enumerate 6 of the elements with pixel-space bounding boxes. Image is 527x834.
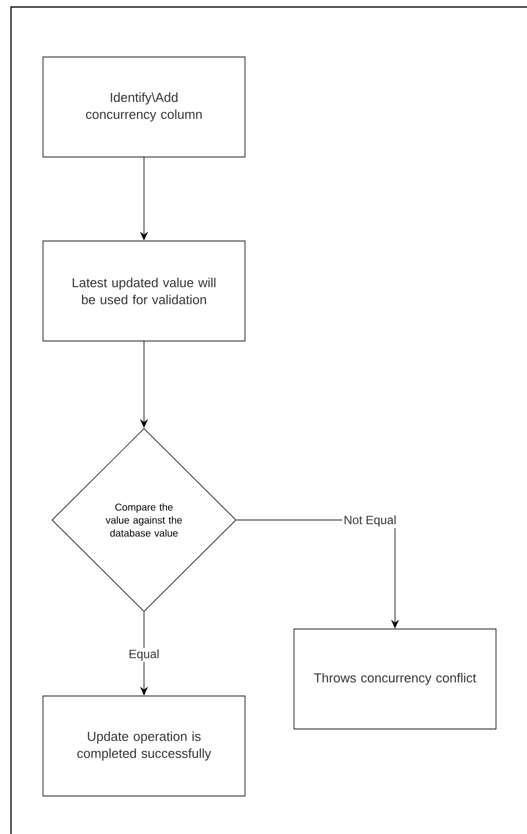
process-box: Update operation is completed successfully [42,696,246,796]
process-box: Identify\Add concurrency column [42,56,246,158]
process-box: Latest updated value will be used for validation [42,240,246,342]
edge-label: Equal [127,648,161,662]
process-box: Throws concurrency conflict [294,628,496,730]
edge-label: Not Equal [342,514,398,528]
